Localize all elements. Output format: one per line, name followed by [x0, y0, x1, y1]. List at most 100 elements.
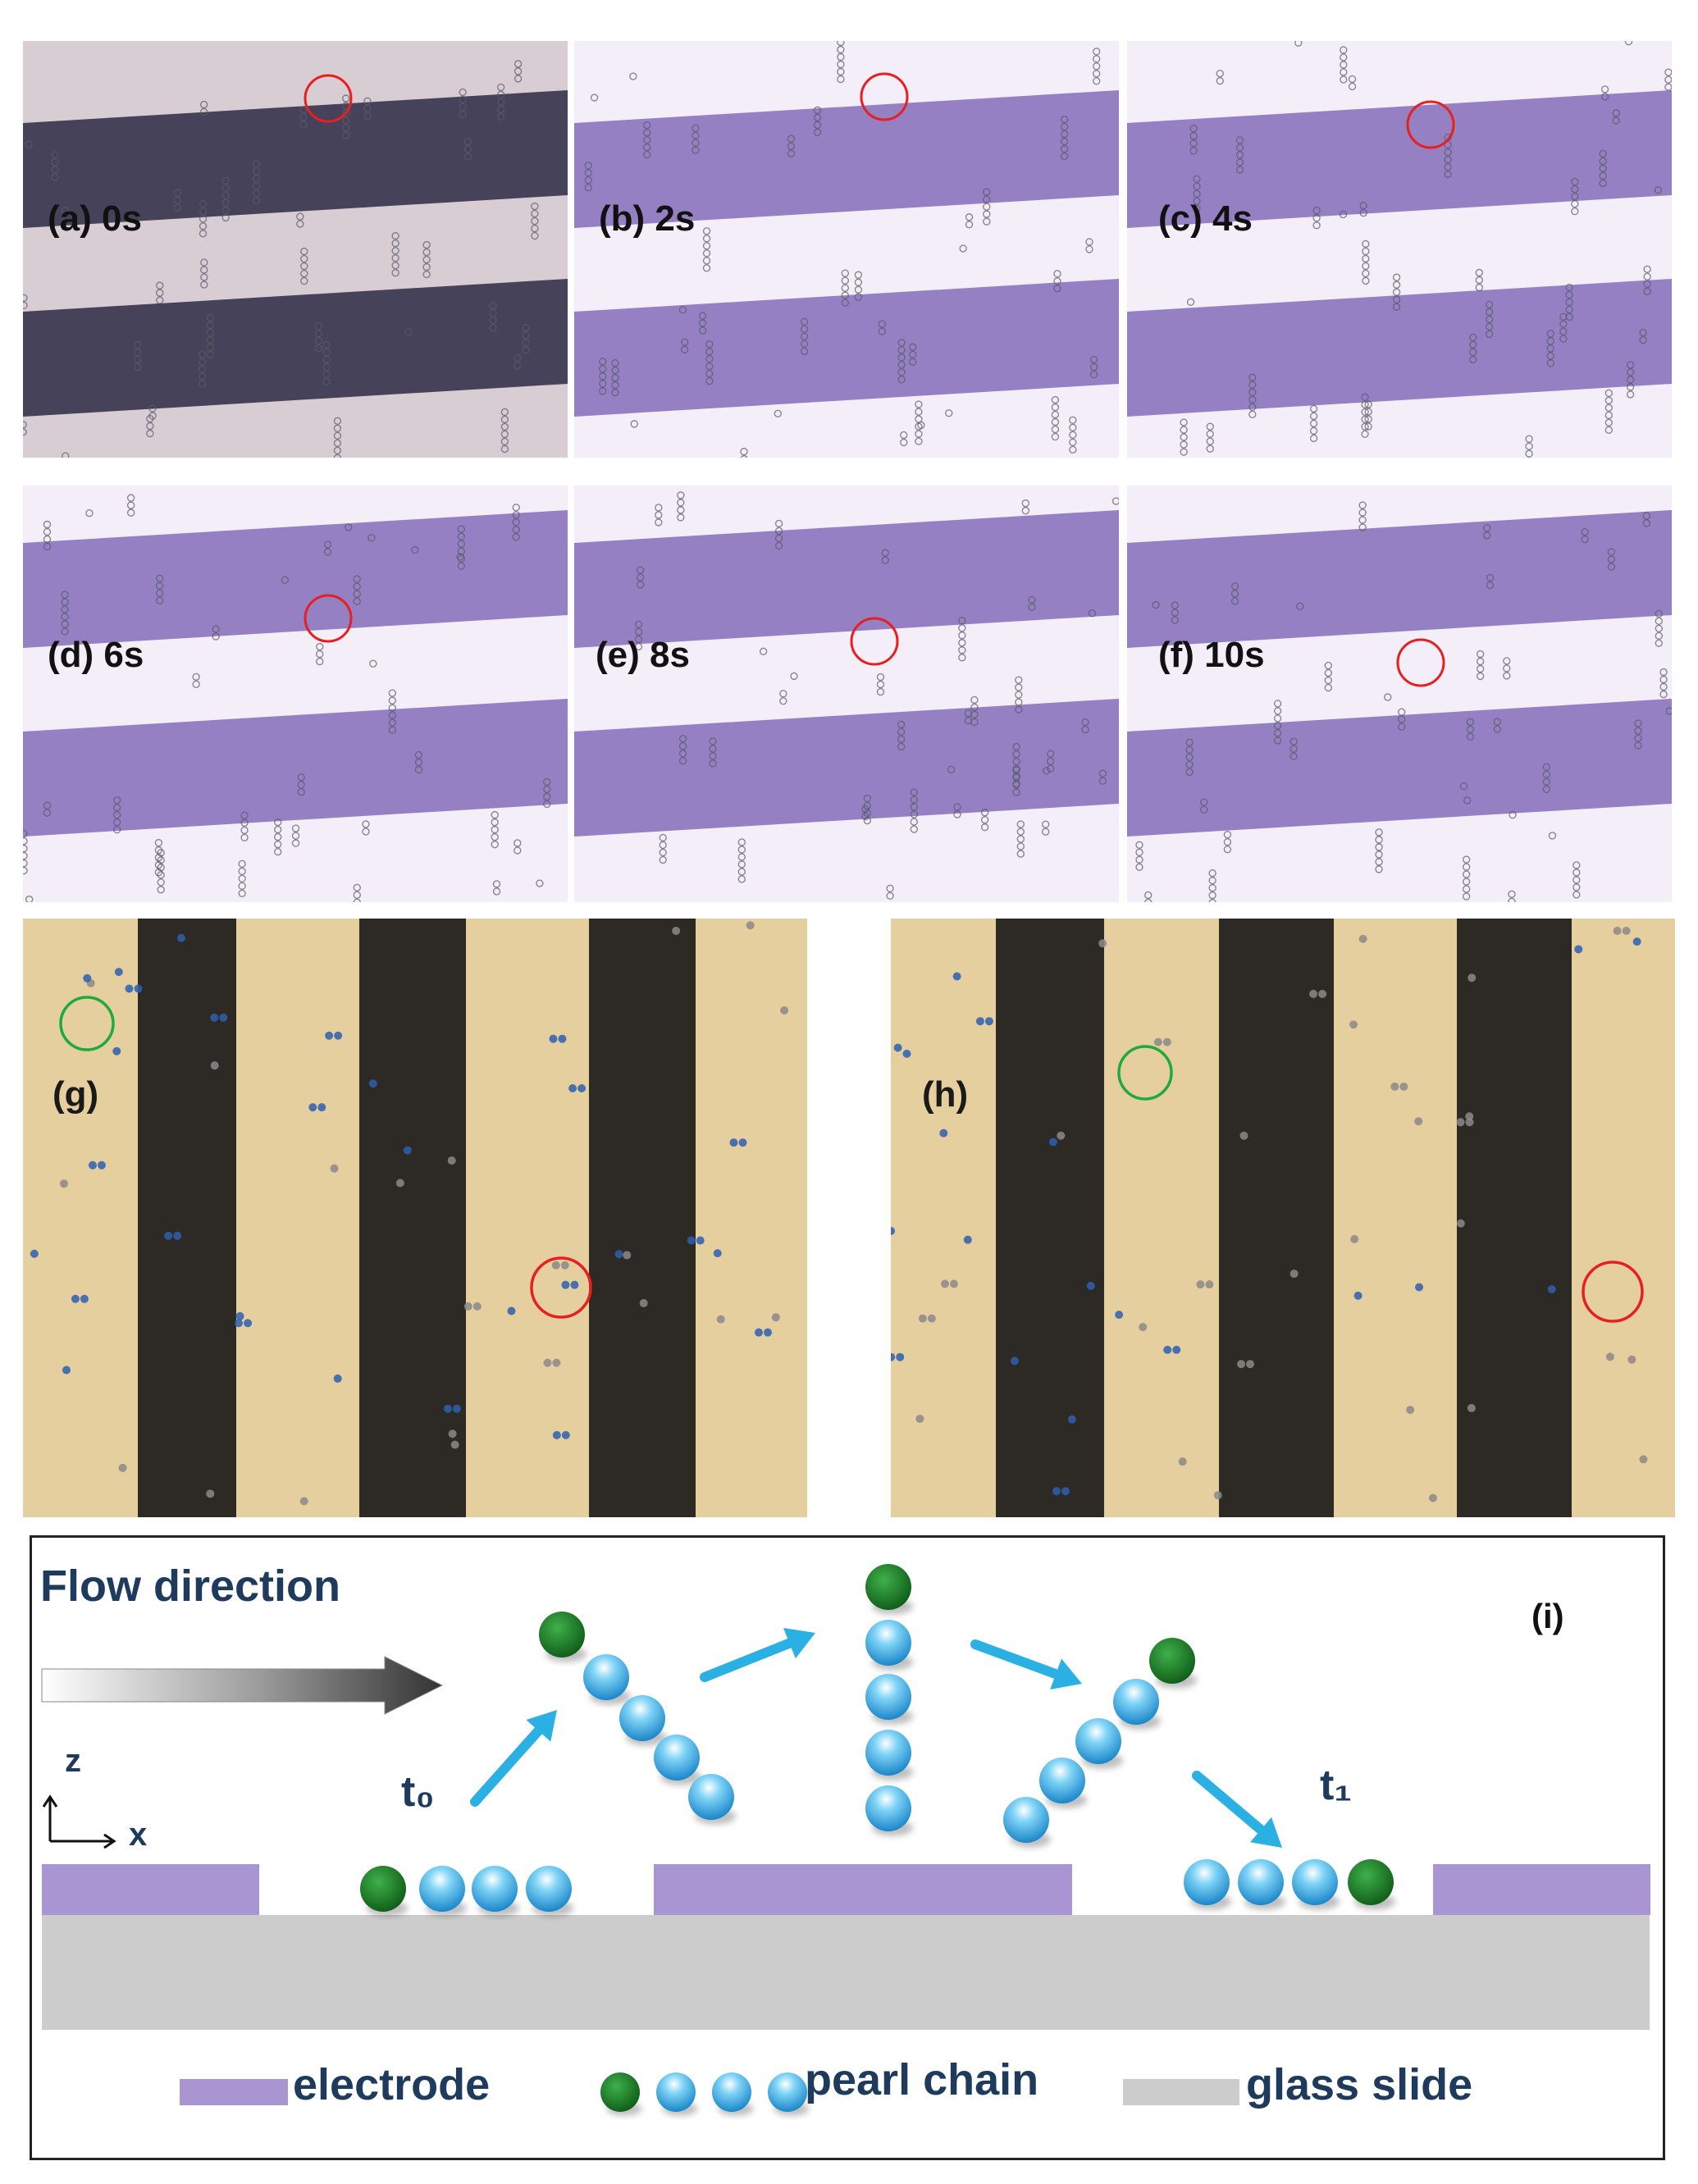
bead	[1172, 1345, 1181, 1354]
bead	[395, 1179, 404, 1188]
bead	[1135, 841, 1143, 850]
bead	[1098, 939, 1107, 948]
bead	[813, 113, 822, 122]
bead	[813, 106, 822, 115]
bead	[737, 846, 746, 854]
bead	[915, 408, 923, 416]
bead	[1571, 200, 1579, 208]
bead	[945, 408, 953, 417]
bead	[841, 299, 850, 307]
bead	[1206, 422, 1214, 431]
bead	[970, 695, 979, 704]
motion-arrow	[970, 1639, 1061, 1680]
flow-arrow	[41, 1656, 444, 1715]
bead	[274, 840, 282, 849]
bead	[908, 358, 917, 367]
electrode	[654, 1864, 1072, 1915]
bead	[729, 1138, 738, 1147]
bead	[863, 816, 872, 825]
bead	[908, 350, 917, 359]
bead	[452, 1404, 461, 1413]
bead	[680, 338, 689, 346]
bead	[1324, 668, 1333, 677]
bead	[353, 597, 361, 605]
bead	[83, 973, 92, 983]
bead	[1289, 745, 1298, 753]
bead	[43, 527, 52, 536]
bead	[1248, 381, 1257, 389]
bead	[1015, 691, 1023, 699]
micrograph-h: (h)	[891, 919, 1675, 1517]
bead	[599, 372, 607, 381]
bead	[1604, 426, 1614, 435]
bead	[146, 429, 154, 438]
bead	[388, 704, 397, 712]
bead	[1048, 1138, 1057, 1147]
bead	[300, 276, 308, 285]
bead	[1456, 1219, 1465, 1228]
bead	[1399, 1082, 1408, 1091]
bead	[1193, 182, 1201, 190]
bead	[1051, 395, 1060, 404]
bead	[457, 540, 466, 548]
bead	[611, 373, 619, 382]
bead	[1312, 221, 1321, 230]
bead	[861, 812, 870, 821]
bead	[296, 212, 304, 221]
bead	[1664, 83, 1672, 91]
bead	[199, 215, 208, 223]
bead	[1028, 595, 1036, 604]
bead	[918, 1314, 927, 1323]
bead	[837, 75, 845, 84]
bead	[23, 851, 28, 860]
bead	[333, 424, 342, 432]
bead	[1361, 400, 1369, 409]
bead	[1565, 283, 1573, 292]
electrode	[1433, 1864, 1650, 1915]
bead	[897, 339, 906, 347]
bead	[958, 624, 966, 632]
bead	[854, 278, 863, 286]
bead	[910, 788, 919, 796]
bead	[1193, 189, 1201, 198]
bead	[1309, 412, 1318, 421]
bead	[1509, 810, 1517, 819]
bead	[1571, 193, 1579, 201]
micrograph-image	[23, 486, 568, 902]
bead	[155, 581, 164, 590]
bead	[206, 350, 215, 359]
bead	[112, 811, 121, 819]
bead	[1144, 898, 1153, 902]
bead	[1248, 410, 1257, 418]
bead	[23, 844, 28, 853]
bead	[1414, 1117, 1423, 1126]
bead	[457, 532, 466, 540]
bead	[737, 838, 746, 846]
bead	[891, 1352, 896, 1361]
bead	[456, 553, 464, 561]
bead	[210, 1061, 219, 1070]
t0-label: t₀	[401, 1768, 435, 1816]
bead-blue	[712, 2072, 751, 2112]
bead	[1465, 1112, 1474, 1121]
bead	[134, 348, 142, 357]
panel-label-c: (c) 4s	[1158, 198, 1253, 239]
bead	[902, 1049, 911, 1058]
bead	[1047, 764, 1055, 773]
bead	[1205, 1280, 1214, 1289]
bead	[1486, 581, 1495, 590]
bead	[299, 121, 308, 129]
bead	[639, 1298, 648, 1307]
bead	[1208, 869, 1216, 878]
bead	[173, 196, 182, 204]
bead	[1493, 718, 1502, 726]
bead	[1060, 144, 1069, 153]
bead	[62, 452, 70, 458]
bead	[221, 213, 230, 222]
bead	[1542, 785, 1551, 793]
bead	[698, 312, 707, 320]
bead	[1466, 725, 1475, 733]
bead	[1349, 1020, 1358, 1029]
bead	[1189, 139, 1198, 148]
bead-green	[1149, 1638, 1195, 1684]
